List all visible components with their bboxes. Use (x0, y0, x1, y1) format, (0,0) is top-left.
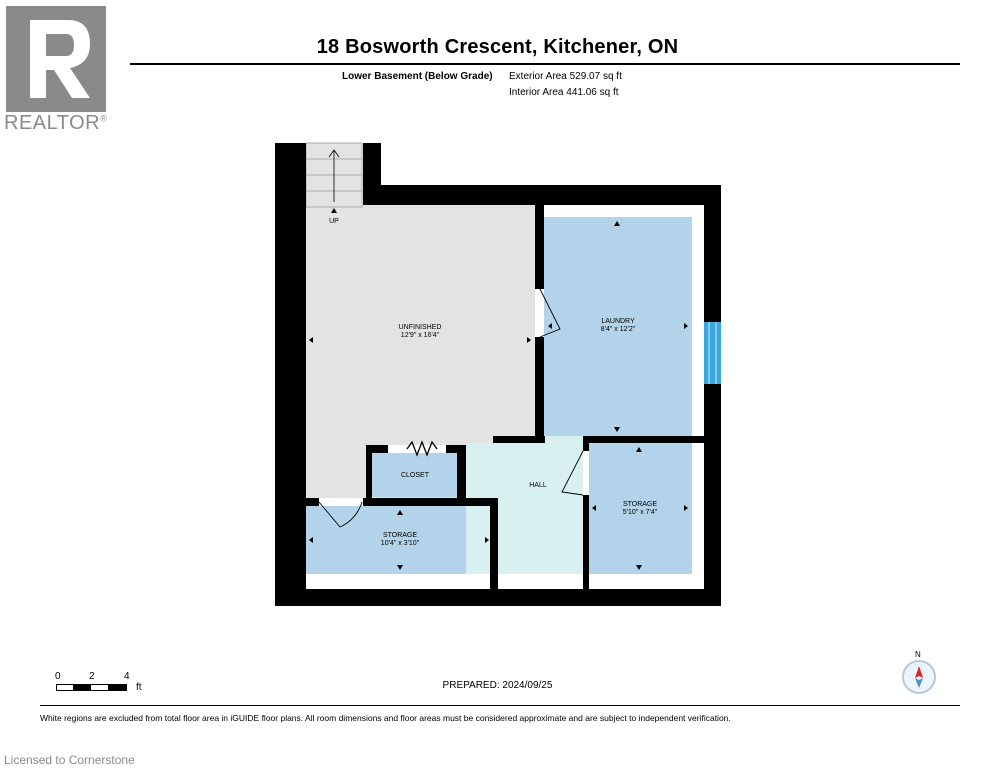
dimension-arrows (309, 208, 688, 570)
room-dims: 5'10" x 7'4" (622, 509, 658, 516)
room-name: LAUNDRY (601, 318, 635, 325)
doorway-hall-storage (583, 451, 589, 495)
prepared-date: PREPARED: 2024/09/25 (442, 680, 553, 691)
window (704, 322, 721, 384)
page-title: 18 Bosworth Crescent, Kitchener, ON (316, 36, 679, 58)
storage-left-floor (305, 506, 493, 574)
interior-area: Interior Area 441.06 sq ft (509, 87, 619, 98)
footer-rule (40, 705, 960, 706)
closet-door (406, 440, 438, 457)
scale-unit: ft (136, 682, 142, 693)
room-storage-left: STORAGE 10'4" x 3'10" (360, 532, 440, 548)
footnote: White regions are excluded from total fl… (40, 713, 731, 723)
compass-icon (902, 660, 936, 694)
room-name: UNFINISHED (398, 324, 442, 331)
realtor-logo (6, 6, 106, 112)
room-storage-right: STORAGE 5'10" x 7'4" (600, 501, 680, 517)
scale-bar (56, 684, 127, 691)
room-laundry: LAUNDRY 8'4" x 12'2" (578, 318, 658, 334)
room-dims: 12'9" x 16'4" (400, 332, 440, 339)
doorway-hall (545, 436, 583, 443)
stairs-up-label: UP (329, 218, 339, 225)
room-unfinished: UNFINISHED 12'9" x 16'4" (380, 324, 460, 340)
header-rule (130, 63, 960, 65)
scale-tick-4: 4 (124, 671, 130, 682)
room-hall: HALL (508, 482, 568, 490)
stairs (305, 142, 363, 208)
level-label: Lower Basement (Below Grade) (342, 71, 493, 82)
scale-tick-0: 0 (55, 671, 61, 682)
compass-label: N (915, 650, 921, 659)
licensed-to: Licensed to Cornerstone (4, 753, 135, 767)
room-name: CLOSET (400, 472, 429, 479)
room-name: STORAGE (622, 501, 658, 508)
room-name: STORAGE (382, 532, 418, 539)
room-dims: 8'4" x 12'2" (600, 326, 636, 333)
realtor-wordmark: REALTOR® (4, 112, 107, 135)
storage-right-floor (589, 443, 692, 574)
hall-floor (466, 443, 583, 574)
doorway-laundry (535, 289, 544, 337)
room-name: HALL (529, 482, 547, 489)
realtor-text: REALTOR (4, 112, 101, 134)
registered-mark: ® (100, 113, 108, 124)
doorway-storage (319, 498, 363, 506)
doorway-closet (388, 445, 446, 453)
room-dims: 10'4" x 3'10" (380, 540, 420, 547)
exterior-area: Exterior Area 529.07 sq ft (509, 71, 622, 82)
laundry-floor (544, 217, 692, 436)
closet-floor (372, 453, 457, 497)
room-closet: CLOSET (384, 472, 446, 480)
walls (275, 143, 721, 606)
door-swings (318, 288, 584, 528)
scale-tick-2: 2 (89, 671, 95, 682)
realtor-r-icon (6, 6, 106, 112)
